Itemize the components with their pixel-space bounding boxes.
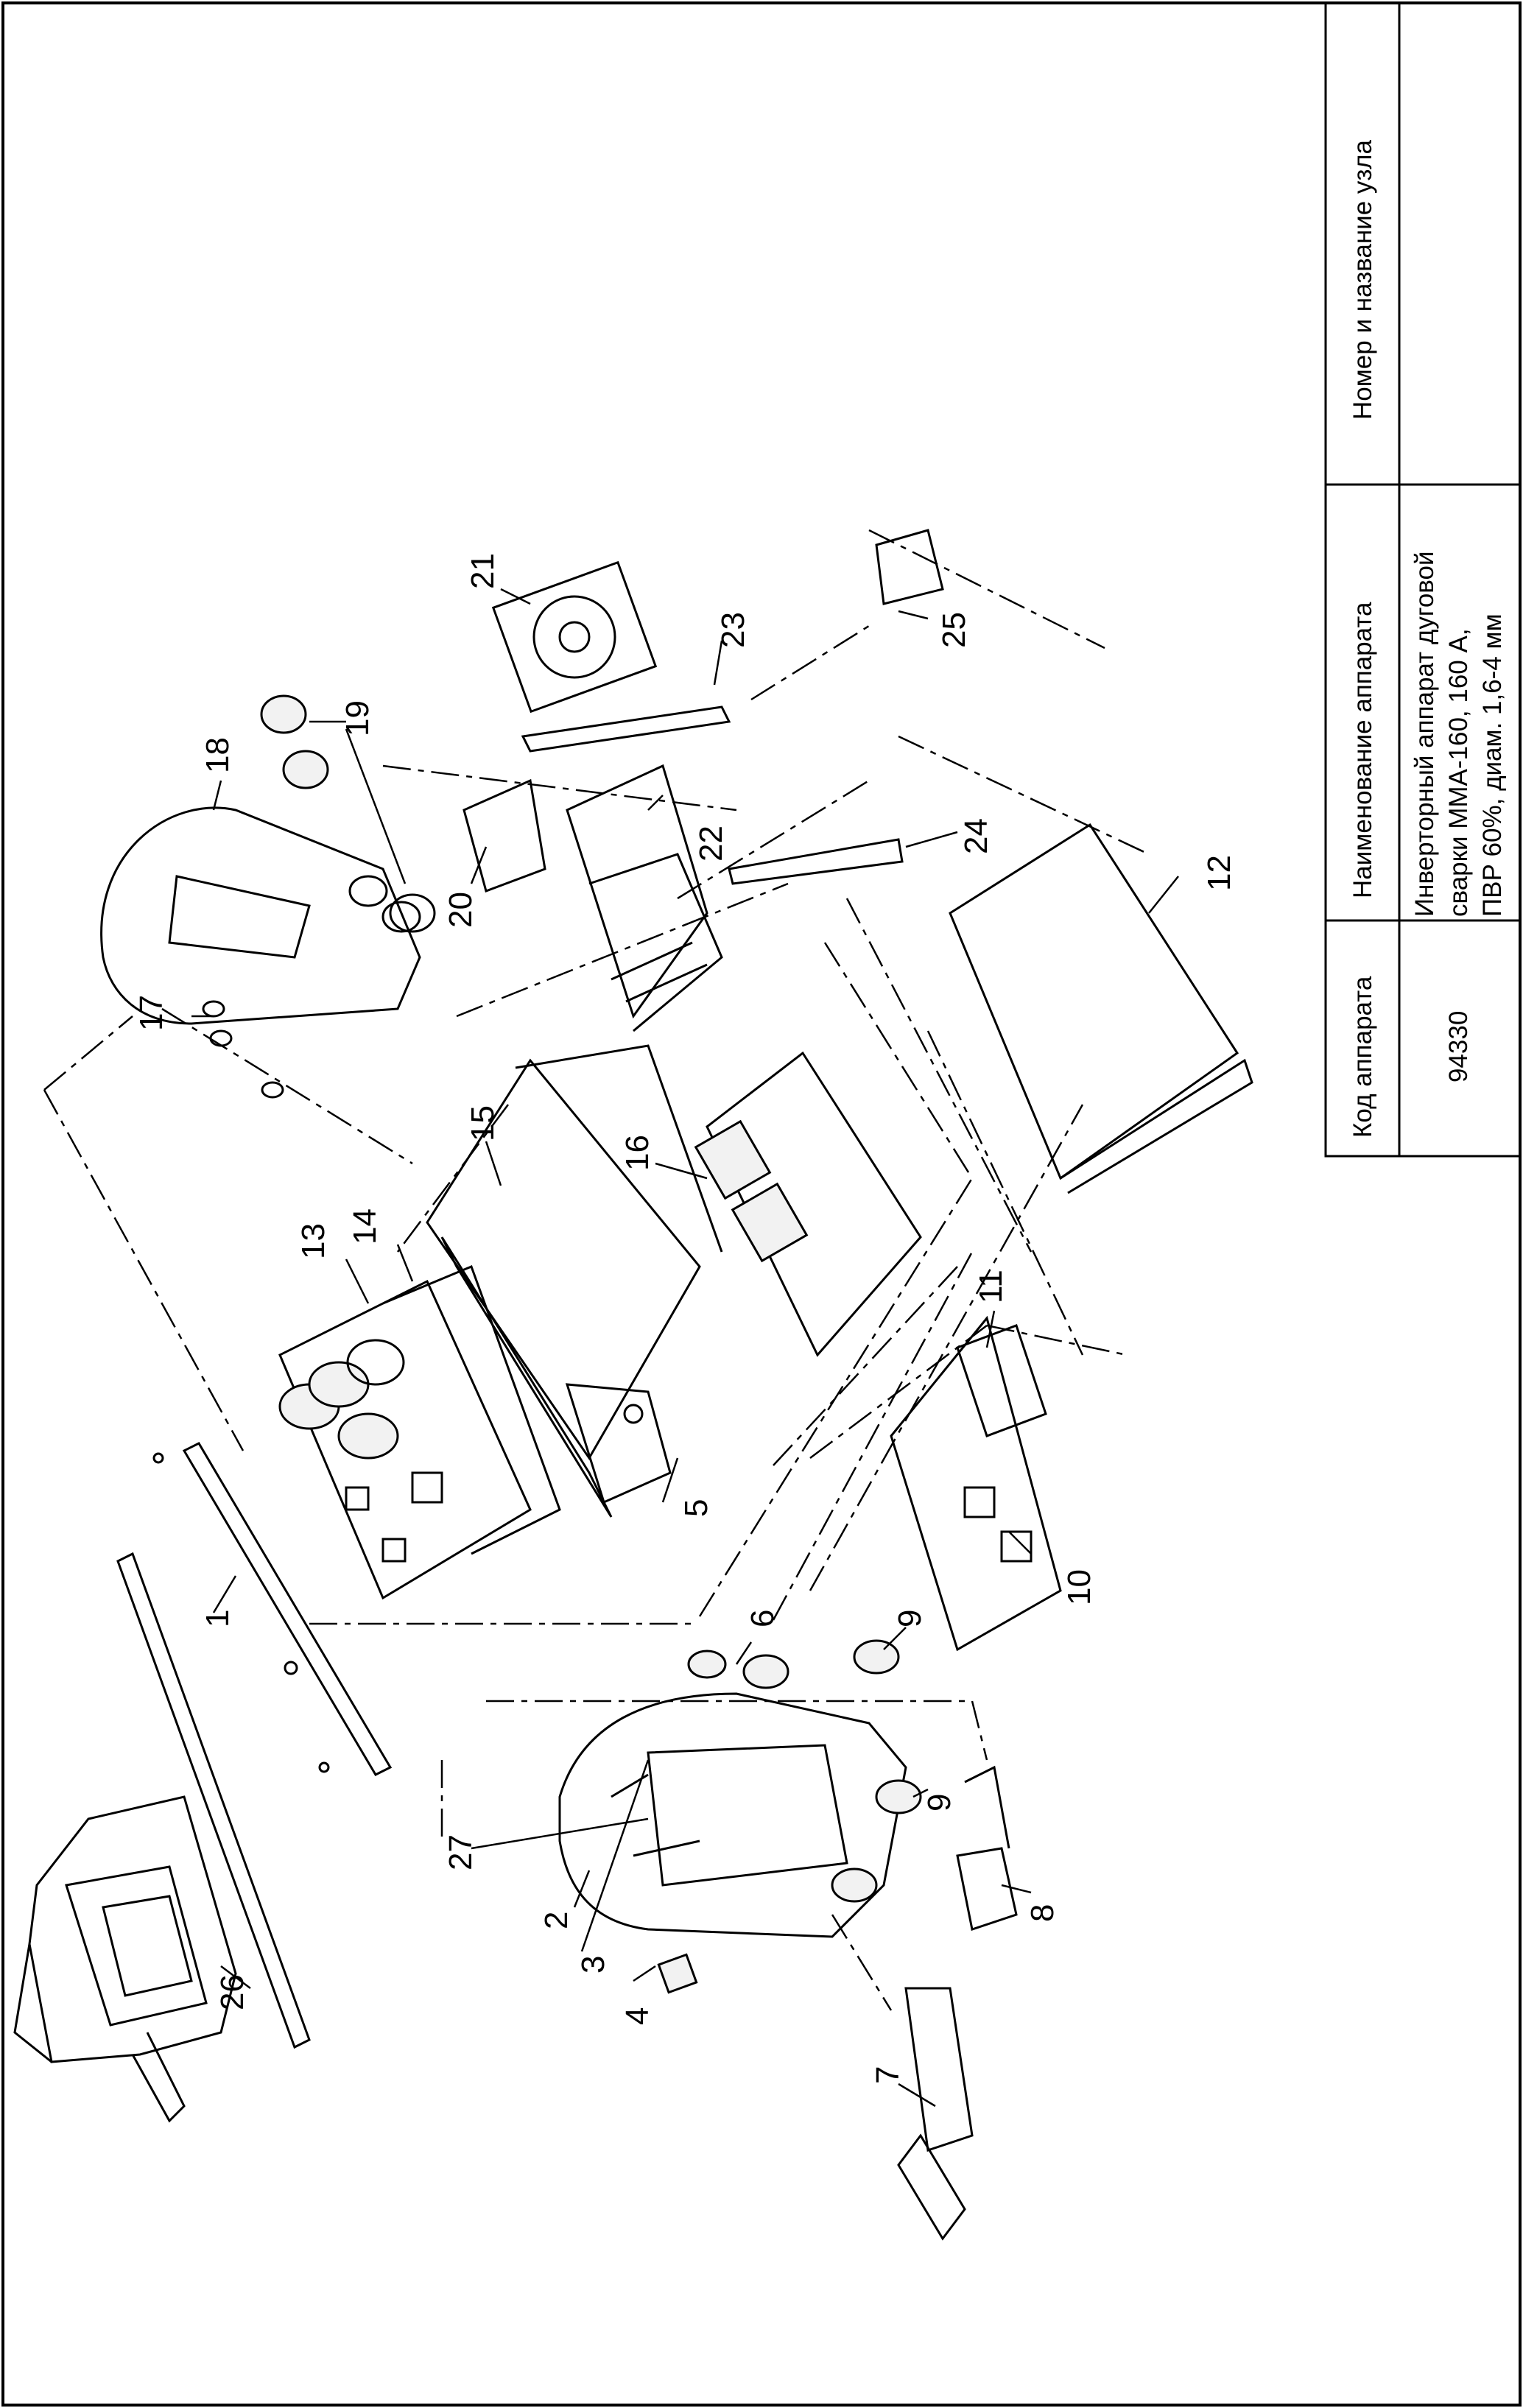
header-apparatus-code: Код аппарата <box>1348 976 1377 1138</box>
callout-22: 22 <box>693 825 729 862</box>
callout-11: 11 <box>973 1270 1009 1303</box>
callout-17: 17 <box>133 995 169 1031</box>
part-19-cable-gland <box>260 694 436 933</box>
part-21-fan <box>491 560 658 714</box>
apparatus-name-line2: сварки ММА-160, 160 А, <box>1444 628 1473 917</box>
callout-9a: 9 <box>892 1610 928 1627</box>
part-16-transformer-board <box>694 1051 922 1357</box>
header-node-name: Номер и название узла <box>1348 140 1377 420</box>
leader-lines <box>191 588 1179 2108</box>
part-18-rear-panel <box>100 806 421 1025</box>
callout-7: 7 <box>870 2066 906 2084</box>
part-15-5-chassis <box>426 1044 723 1518</box>
part-20-bracket <box>462 778 546 893</box>
callout-3: 3 <box>575 1956 611 1974</box>
callout-13: 13 <box>295 1223 331 1259</box>
part-17-screws <box>202 1000 284 1099</box>
callout-16: 16 <box>619 1135 655 1171</box>
callout-20: 20 <box>443 892 479 928</box>
callout-12: 12 <box>1201 855 1237 891</box>
part-22-heatsink <box>566 764 723 1032</box>
part-23-24-25-strips <box>521 529 944 885</box>
callout-5: 5 <box>678 1499 714 1517</box>
callout-26: 26 <box>214 1974 250 2010</box>
part-4-switch <box>657 1953 698 1994</box>
apparatus-code-value: 94330 <box>1444 1011 1473 1082</box>
part-26-housing-front <box>13 1795 237 2123</box>
callout-1: 1 <box>200 1610 236 1627</box>
part-13-14-capacitor-board <box>278 1265 561 1600</box>
callout-23: 23 <box>715 612 751 648</box>
apparatus-name-line1: Инверторный аппарат дуговой <box>1410 551 1439 917</box>
part-7-electrode-holder <box>897 1987 974 2241</box>
callout-14: 14 <box>347 1208 383 1245</box>
callout-2: 2 <box>538 1912 574 1929</box>
title-block: Номер и название узла Наименование аппар… <box>1324 1 1522 1158</box>
part-8-earth-clamp <box>956 1765 1018 1931</box>
callout-8: 8 <box>1024 1904 1061 1922</box>
callout-15: 15 <box>465 1105 501 1141</box>
callout-6: 6 <box>745 1610 781 1627</box>
callout-18: 18 <box>200 737 236 773</box>
callout-19: 19 <box>340 700 376 736</box>
callout-27: 27 <box>443 1834 479 1870</box>
callout-9b: 9 <box>921 1794 957 1812</box>
callout-21: 21 <box>465 553 501 589</box>
callout-4: 4 <box>619 2007 655 2025</box>
callout-10: 10 <box>1061 1569 1097 1605</box>
header-apparatus-name: Наименование аппарата <box>1348 602 1377 898</box>
part-1-rails <box>116 1442 393 2049</box>
callout-25: 25 <box>936 612 972 648</box>
part-12-cover <box>949 823 1253 1194</box>
apparatus-name-line3: ПВР 60%, диам. 1,6-4 мм <box>1478 613 1507 917</box>
part-10-11-control-boards <box>890 1315 1062 1652</box>
callout-labels: 1 2 3 4 5 6 7 8 9 9 10 11 12 13 14 15 16… <box>133 553 1237 2084</box>
part-6-9-connectors <box>687 1639 922 1903</box>
callout-24: 24 <box>958 818 994 854</box>
